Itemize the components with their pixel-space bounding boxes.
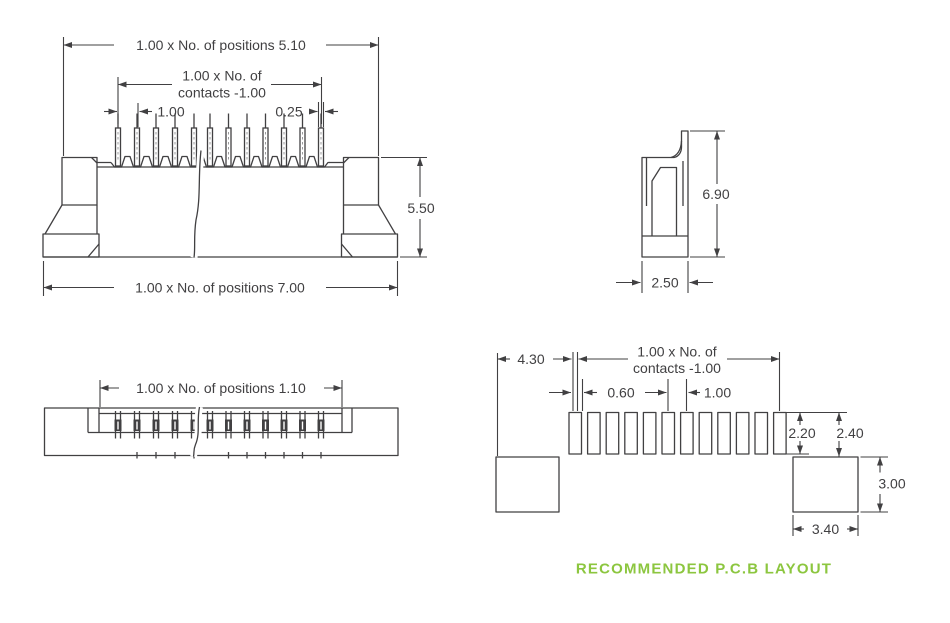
front-foot-chamfers bbox=[87, 243, 353, 258]
dim-pcb-contacts: 1.00 x No. of contacts -1.00 bbox=[578, 344, 781, 411]
front-pins bbox=[114, 113, 325, 167]
dim-text-pad-height: 2.20 bbox=[788, 425, 815, 441]
top-edge-ticks bbox=[136, 452, 322, 459]
dim-text-overall-bottom: 1.00 x No. of positions 7.00 bbox=[135, 280, 305, 296]
top-contacts bbox=[114, 411, 325, 439]
dim-side-height: 6.90 bbox=[690, 130, 730, 258]
side-body-outline bbox=[641, 130, 689, 258]
pcb-pad bbox=[661, 411, 676, 455]
pcb-layout-view: 4.30 1.00 x No. of contacts -1.00 0.60 1… bbox=[495, 344, 906, 578]
dim-text-contacts-1: 1.00 x No. of bbox=[182, 68, 261, 84]
top-break-line bbox=[192, 406, 201, 457]
pcb-pad bbox=[754, 411, 769, 455]
front-scalloped-edge bbox=[110, 155, 330, 168]
dim-front-pin-width: 0.25 bbox=[275, 102, 338, 127]
dim-front-height: 5.50 bbox=[381, 156, 435, 258]
top-inner-lines bbox=[87, 408, 353, 434]
dim-pcb-pad-heights: 2.20 2.40 bbox=[786, 411, 864, 457]
side-view: 6.90 2.50 bbox=[616, 130, 730, 293]
dim-front-pitch: 1.00 bbox=[104, 103, 185, 127]
dim-text-hole-height: 3.00 bbox=[878, 476, 905, 492]
front-left-ear bbox=[61, 156, 98, 206]
pcb-pad bbox=[698, 411, 713, 455]
front-break-line bbox=[193, 150, 202, 258]
pcb-pad bbox=[642, 411, 657, 455]
pcb-left-hole bbox=[495, 456, 560, 513]
dim-text-pitch: 1.00 bbox=[157, 104, 184, 120]
pcb-right-hole bbox=[792, 456, 859, 513]
pcb-pad bbox=[735, 411, 750, 455]
dim-pcb-hole-width: 3.40 bbox=[792, 515, 859, 537]
dim-text-pad-width: 0.60 bbox=[607, 385, 634, 401]
dim-text-overall-top: 1.00 x No. of positions 5.10 bbox=[136, 37, 306, 53]
side-contact bbox=[651, 166, 678, 236]
dim-text-pad-row-height: 2.40 bbox=[836, 425, 863, 441]
dim-text-contacts-2: contacts -1.00 bbox=[178, 85, 266, 101]
pcb-pad bbox=[624, 411, 638, 455]
dim-text-pcb-contacts-1: 1.00 x No. of bbox=[637, 344, 716, 360]
pcb-pads bbox=[568, 411, 787, 455]
top-view: 1.00 x No. of positions 1.10 bbox=[43, 380, 399, 459]
dim-front-overall-top: 1.00 x No. of positions 5.10 bbox=[62, 37, 380, 156]
dim-side-width: 2.50 bbox=[616, 261, 713, 293]
dim-text-pad-pitch: 1.00 bbox=[704, 385, 731, 401]
dim-pcb-pad-width-pitch: 0.60 1.00 bbox=[549, 379, 731, 411]
pcb-pad bbox=[717, 411, 731, 455]
dim-text-edge-offset: 4.30 bbox=[517, 351, 544, 367]
pcb-pad bbox=[568, 411, 583, 455]
dim-pcb-edge-offset: 4.30 bbox=[496, 351, 579, 456]
pcb-pad bbox=[772, 411, 787, 455]
dim-text-top-positions: 1.00 x No. of positions 1.10 bbox=[136, 380, 306, 396]
dim-top-positions: 1.00 x No. of positions 1.10 bbox=[99, 380, 343, 407]
pcb-layout-caption: RECOMMENDED P.C.B LAYOUT bbox=[576, 561, 832, 578]
pcb-pad bbox=[586, 411, 601, 455]
dim-text-body-height: 5.50 bbox=[407, 200, 434, 216]
front-view: 1.00 x No. of positions 5.10 1.00 x No. … bbox=[42, 37, 435, 296]
front-ear-chamfers bbox=[91, 157, 350, 164]
front-side-lines bbox=[44, 204, 397, 235]
dim-front-overall-bottom: 1.00 x No. of positions 7.00 bbox=[42, 261, 399, 296]
dim-text-pin-width: 0.25 bbox=[275, 104, 302, 120]
dim-text-pcb-contacts-2: contacts -1.00 bbox=[633, 360, 721, 376]
dim-text-side-height: 6.90 bbox=[702, 186, 729, 202]
dim-pcb-hole-height: 3.00 bbox=[860, 456, 906, 513]
pcb-pad bbox=[679, 411, 694, 455]
side-slots bbox=[645, 157, 684, 206]
dim-text-hole-width: 3.40 bbox=[812, 521, 839, 537]
dim-text-side-width: 2.50 bbox=[651, 275, 678, 291]
dim-front-contacts: 1.00 x No. of contacts -1.00 bbox=[117, 68, 323, 124]
pcb-pad bbox=[605, 411, 620, 455]
side-pin-inner-curve bbox=[670, 140, 683, 159]
front-right-ear bbox=[342, 156, 380, 206]
top-body-outline bbox=[43, 407, 399, 457]
